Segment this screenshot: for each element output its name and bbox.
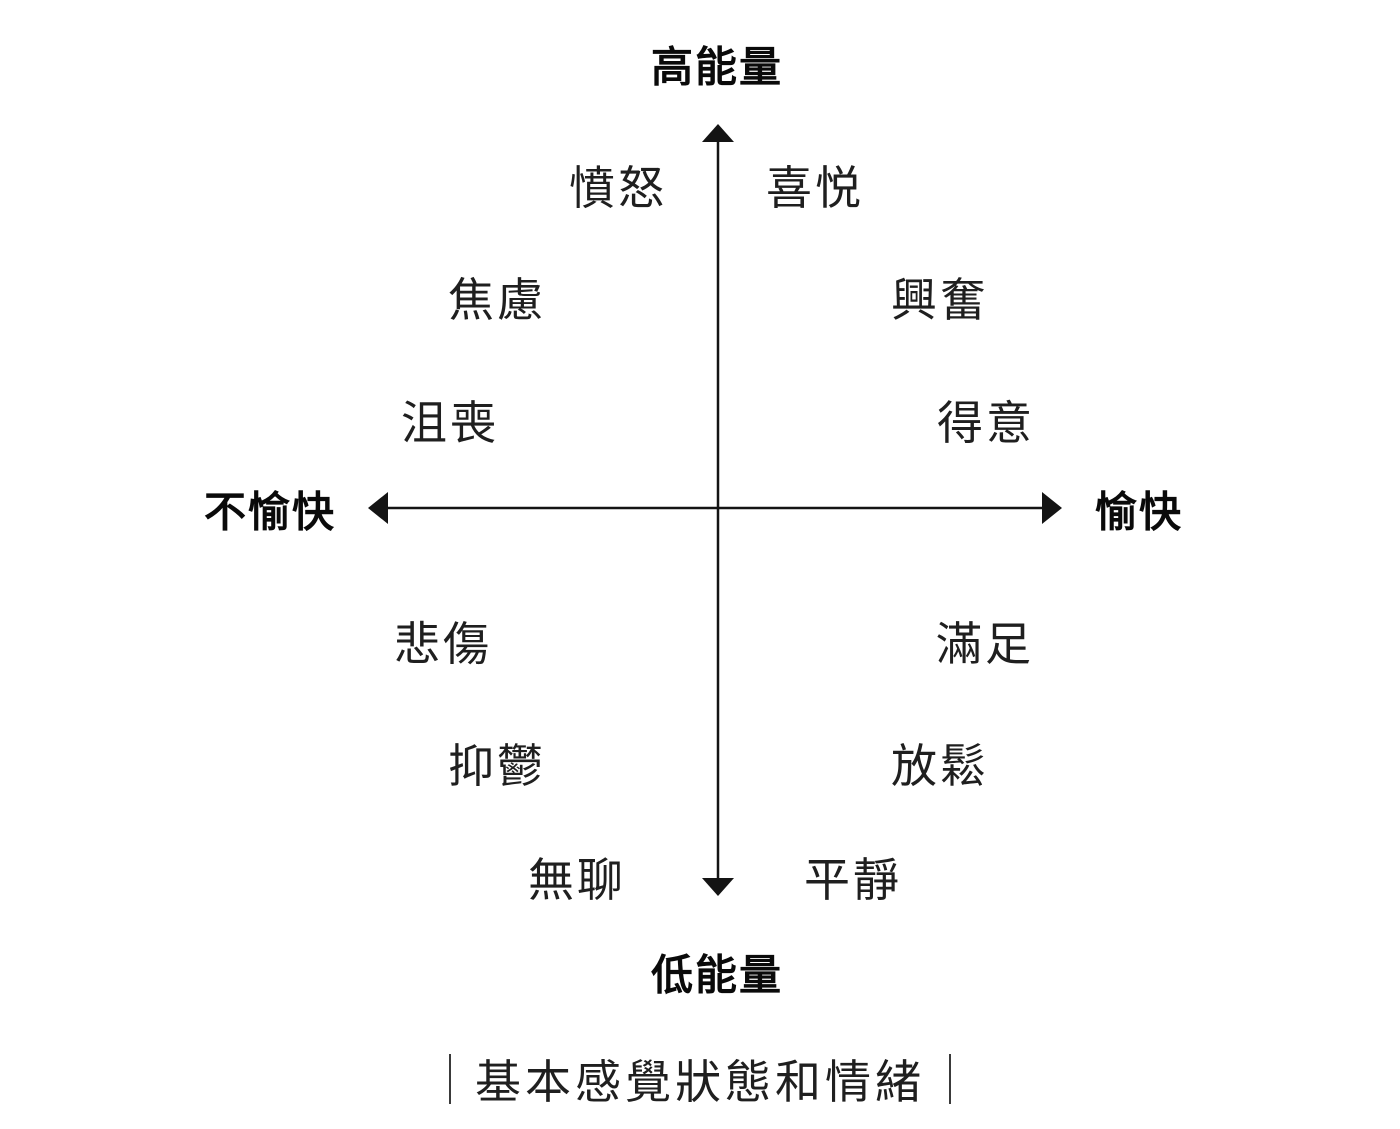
emotion-dejection: 沮喪	[401, 397, 499, 449]
caption-text: 基本感覺狀態和情緒	[475, 1056, 925, 1108]
emotion-contentment: 滿足	[936, 618, 1034, 670]
axis-label-pleasant: 愉快	[1094, 488, 1184, 536]
emotion-relaxation: 放鬆	[891, 740, 989, 792]
emotion-sadness: 悲傷	[394, 618, 492, 670]
caption-divider-left	[449, 1054, 451, 1104]
emotion-excitement: 興奮	[891, 274, 989, 326]
emotion-calm: 平靜	[804, 854, 902, 906]
emotion-pride: 得意	[937, 397, 1035, 449]
axis-label-high-energy: 高能量	[650, 43, 784, 91]
emotion-anger: 憤怒	[569, 162, 667, 214]
axis-label-unpleasant: 不愉快	[203, 488, 337, 536]
axis-label-low-energy: 低能量	[650, 951, 784, 999]
emotion-boredom: 無聊	[528, 854, 626, 906]
arrowhead-down-icon	[702, 878, 734, 896]
caption-divider-right	[949, 1054, 951, 1104]
emotion-depression: 抑鬱	[448, 740, 546, 792]
emotion-anxiety: 焦慮	[448, 274, 546, 326]
emotion-joy: 喜悦	[766, 162, 864, 214]
arrowhead-left-icon	[368, 492, 388, 524]
caption: 基本感覺狀態和情緒	[0, 1046, 1400, 1112]
arrowhead-right-icon	[1042, 492, 1062, 524]
arrowhead-up-icon	[702, 124, 734, 142]
